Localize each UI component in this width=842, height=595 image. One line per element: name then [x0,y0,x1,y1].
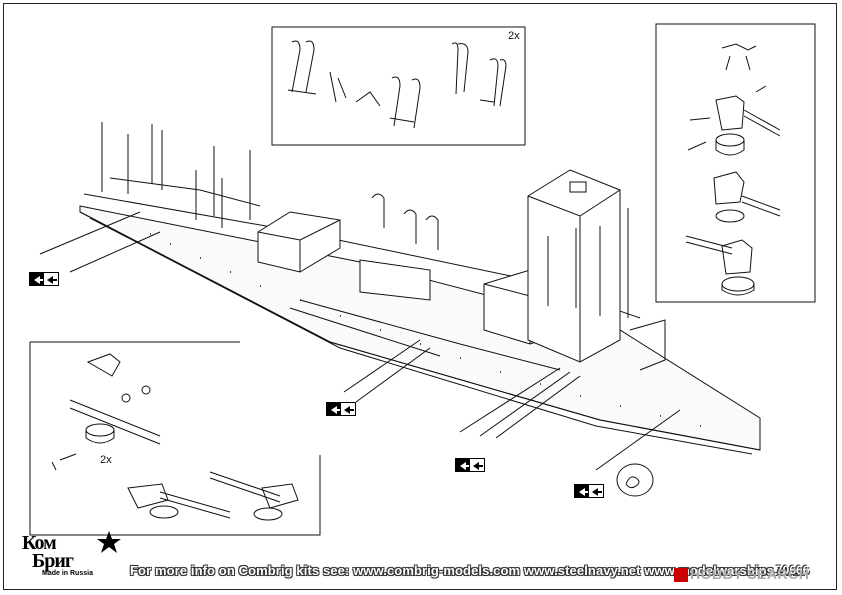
watermark-text: HOBBY SEARCH [690,566,810,582]
arrow-right-icon [460,462,483,470]
direction-tag [574,484,604,498]
logo-line-2: Бриг [32,550,74,572]
logo-line-1: Ком [22,532,57,554]
direction-tag [326,402,356,416]
hull [39,122,761,497]
logo-subline: Made in Russia [42,570,93,577]
watermark: HOBBY SEARCH [672,566,832,588]
sheet-border [3,3,837,590]
star-icon [97,531,121,553]
gun-quantity-label: 2x [100,454,112,466]
deck-gun-inset [29,341,321,536]
arrow-right-icon [331,406,354,414]
aa-gun-inset [655,23,816,303]
arrow-right-icon [579,488,602,496]
combrig-logo: Ком Бриг Made in Russia [20,528,130,588]
direction-tag [455,458,485,472]
ladder-inset [271,26,526,146]
arrow-right-icon [34,276,57,284]
footer-info: For more info on Combrig kits see: www.c… [130,563,805,578]
direction-tag [29,272,59,286]
ladder-quantity-label: 2x [508,30,520,42]
kit-code: 70666 [776,563,810,577]
hobby-search-icon [674,568,688,582]
